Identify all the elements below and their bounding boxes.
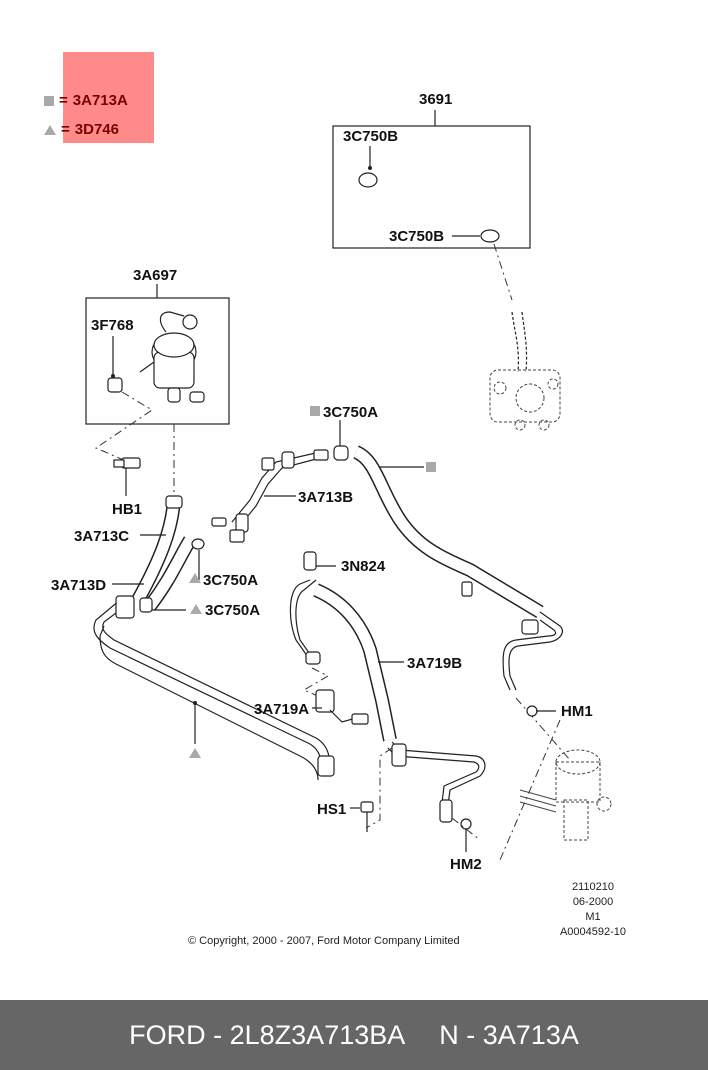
footer-bar: FORD - 2L8Z3A713BA N - 3A713A (0, 1000, 708, 1070)
illustration-metadata: 2110210 06-2000 M1 A0004592-10 (550, 880, 636, 940)
highlight-box (63, 52, 154, 143)
footer-reference: N - 3A713A (439, 1019, 579, 1050)
hose-kit-box-3691 (332, 110, 531, 249)
callout-3C750A-2: 3C750A (205, 602, 261, 619)
clamp-icon (358, 172, 378, 188)
callout-3F768: 3F768 (91, 317, 134, 334)
triangle-marker-icon (44, 124, 56, 135)
reservoir-box-3A697 (85, 284, 230, 425)
clamp-icon (480, 229, 500, 243)
legend-equals: = (61, 121, 70, 138)
meta-line-4: A0004592-10 (559, 926, 627, 938)
meta-line-1: 2110210 (571, 881, 614, 893)
triangle-marker-icon (190, 604, 202, 614)
parts-diagram: = 3A713A = 3D746 (44, 52, 636, 947)
power-steering-pump (489, 311, 561, 431)
callout-3A719A: 3A719A (254, 701, 310, 718)
callout-3691: 3691 (419, 91, 453, 108)
callout-3A719B: 3A719B (407, 655, 463, 672)
callout-HM2: HM2 (450, 856, 482, 873)
square-marker-icon (426, 462, 436, 472)
callout-HM1: HM1 (561, 703, 593, 720)
legend-square-code: 3A713A (72, 92, 128, 109)
meta-line-2: 06-2000 (572, 896, 614, 908)
footer-part-number: FORD - 2L8Z3A713BA (129, 1019, 406, 1050)
callout-3C750A-top: 3C750A (323, 404, 379, 421)
copyright-notice: © Copyright, 2000 - 2007, Ford Motor Com… (188, 935, 460, 947)
callout-3C750B-bottom: 3C750B (389, 228, 445, 245)
callout-3A713B: 3A713B (298, 489, 354, 506)
square-marker-icon (44, 95, 54, 106)
callout-3C750A-1: 3C750A (203, 572, 259, 589)
callout-3A697: 3A697 (133, 267, 178, 284)
steering-rack (519, 749, 612, 841)
legend-triangle-code: 3D746 (74, 121, 119, 138)
callout-HS1: HS1 (317, 801, 347, 818)
callout-HB1: HB1 (112, 501, 143, 518)
callout-3A713D: 3A713D (51, 577, 107, 594)
legend-equals: = (59, 92, 68, 109)
triangle-marker-icon (189, 748, 201, 758)
diagram-drawing (85, 110, 612, 861)
callout-3A713C: 3A713C (74, 528, 130, 545)
triangle-marker-icon (189, 573, 201, 583)
callout-3N824: 3N824 (341, 558, 386, 575)
legend-triangle-row: = 3D746 (44, 121, 119, 138)
legend-square-row: = 3A713A (44, 92, 128, 109)
callout-3C750B-top: 3C750B (343, 128, 399, 145)
bolt-HB1 (113, 457, 141, 496)
meta-line-3: M1 (585, 911, 601, 923)
square-marker-icon (310, 406, 320, 416)
